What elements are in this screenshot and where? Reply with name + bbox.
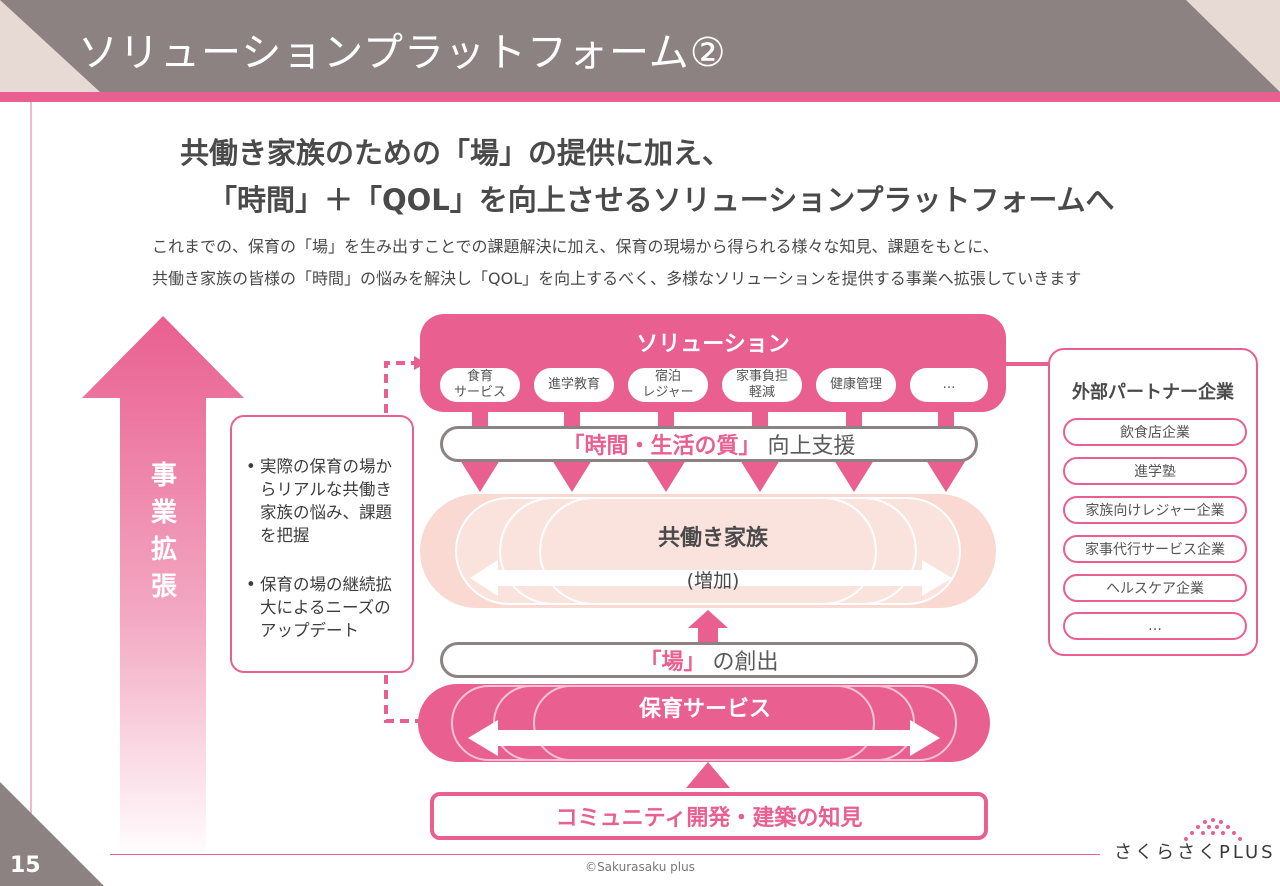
solution-item-food-education: 食育サービス — [438, 366, 522, 404]
partner-item: 進学塾 — [1063, 457, 1247, 485]
solution-item-label: レジャー — [642, 385, 694, 400]
place-bar-text: の創出 — [712, 650, 779, 675]
solution-item-housework: 家事負担軽減 — [720, 366, 804, 404]
bullet: • — [246, 575, 256, 594]
solution-item-label: … — [942, 377, 956, 392]
partner-item: … — [1063, 612, 1247, 640]
note-item: • 保育の場の継続拡大によるニーズのアップデート — [246, 573, 406, 642]
footer-rule — [110, 854, 1100, 855]
sakurasaku-plus-logo: さくらさくPLUS — [1114, 842, 1276, 863]
left-rule — [30, 102, 32, 857]
support-bar-highlight: 「時間・生活の質」 — [562, 434, 761, 459]
partner-item: 家族向けレジャー企業 — [1063, 496, 1247, 524]
headline-line-1: 共働き家族のための「場」の提供に加え、 — [180, 136, 732, 170]
partner-item: ヘルスケア企業 — [1063, 574, 1247, 602]
lead-line-1: これまでの、保育の「場」を生み出すことでの課題解決に加え、保育の現場から得られる… — [152, 237, 999, 256]
solution-item-health: 健康管理 — [814, 366, 898, 404]
dual-income-family-stack — [420, 494, 996, 608]
note-item: • 実際の保育の場からリアルな共働き家族の悩み、課題を把握 — [246, 455, 406, 547]
header-band — [0, 0, 1280, 92]
header-stripe — [0, 92, 1280, 102]
place-bar-highlight: 「場」 — [639, 650, 706, 675]
partner-connector — [1006, 362, 1050, 366]
solution-item-label: 食育 — [466, 369, 493, 384]
place-creation-bar: 「場」 の創出 — [440, 642, 978, 678]
solution-item-more: … — [908, 366, 990, 404]
page-title: ソリューションプラットフォーム② — [78, 30, 727, 76]
solution-item-label: 健康管理 — [829, 377, 882, 392]
page-number: 15 — [10, 853, 41, 878]
solution-item-label: 宿泊 — [654, 369, 681, 384]
quality-of-life-support-bar: 「時間・生活の質」 向上支援 — [440, 426, 978, 462]
up-arrow-place — [688, 610, 728, 644]
headline-line-2: 「時間」＋「QOL」を向上させるソリューションプラットフォームへ — [208, 183, 1115, 217]
nursery-service-label: 保育サービス — [638, 697, 771, 722]
lead-line-2: 共働き家族の皆様の「時間」の悩みを解決し「QOL」を向上するべく、多様なソリュー… — [152, 269, 1082, 288]
note-text: 保育の場の継続拡大によるニーズのアップデート — [260, 575, 392, 640]
community-knowledge-box: コミュニティ開発・建築の知見 — [430, 792, 988, 840]
business-expansion-label: 事業拡張 — [150, 461, 177, 602]
external-partners-title: 外部パートナー企業 — [1072, 382, 1234, 403]
copyright: ©Sakurasaku plus — [585, 860, 695, 874]
note-text: 実際の保育の場からリアルな共働き家族の悩み、課題を把握 — [260, 457, 392, 545]
insight-notes-box: • 実際の保育の場からリアルな共働き家族の悩み、課題を把握 • 保育の場の継続拡… — [230, 415, 414, 673]
solution-item-education: 進学教育 — [532, 366, 616, 404]
support-bar-text: 向上支援 — [767, 434, 856, 459]
business-expansion-arrow — [82, 316, 244, 860]
up-arrow-community — [686, 762, 730, 788]
logo-flower-icon — [1184, 818, 1242, 841]
family-label: 共働き家族 — [657, 526, 768, 551]
family-sub-label: (増加) — [686, 570, 740, 592]
bullet: • — [246, 457, 256, 476]
solution-item-label: 進学教育 — [547, 377, 600, 392]
partner-item: 飲食店企業 — [1063, 418, 1247, 446]
nursery-service-stack — [418, 684, 990, 762]
solution-item-leisure: 宿泊レジャー — [626, 366, 710, 404]
solutions-title: ソリューション — [636, 332, 790, 357]
solution-item-label: 家事負担 — [735, 369, 788, 384]
partner-item: 家事代行サービス企業 — [1063, 535, 1247, 563]
solution-item-label: 軽減 — [748, 385, 775, 400]
solution-item-label: サービス — [453, 385, 506, 400]
